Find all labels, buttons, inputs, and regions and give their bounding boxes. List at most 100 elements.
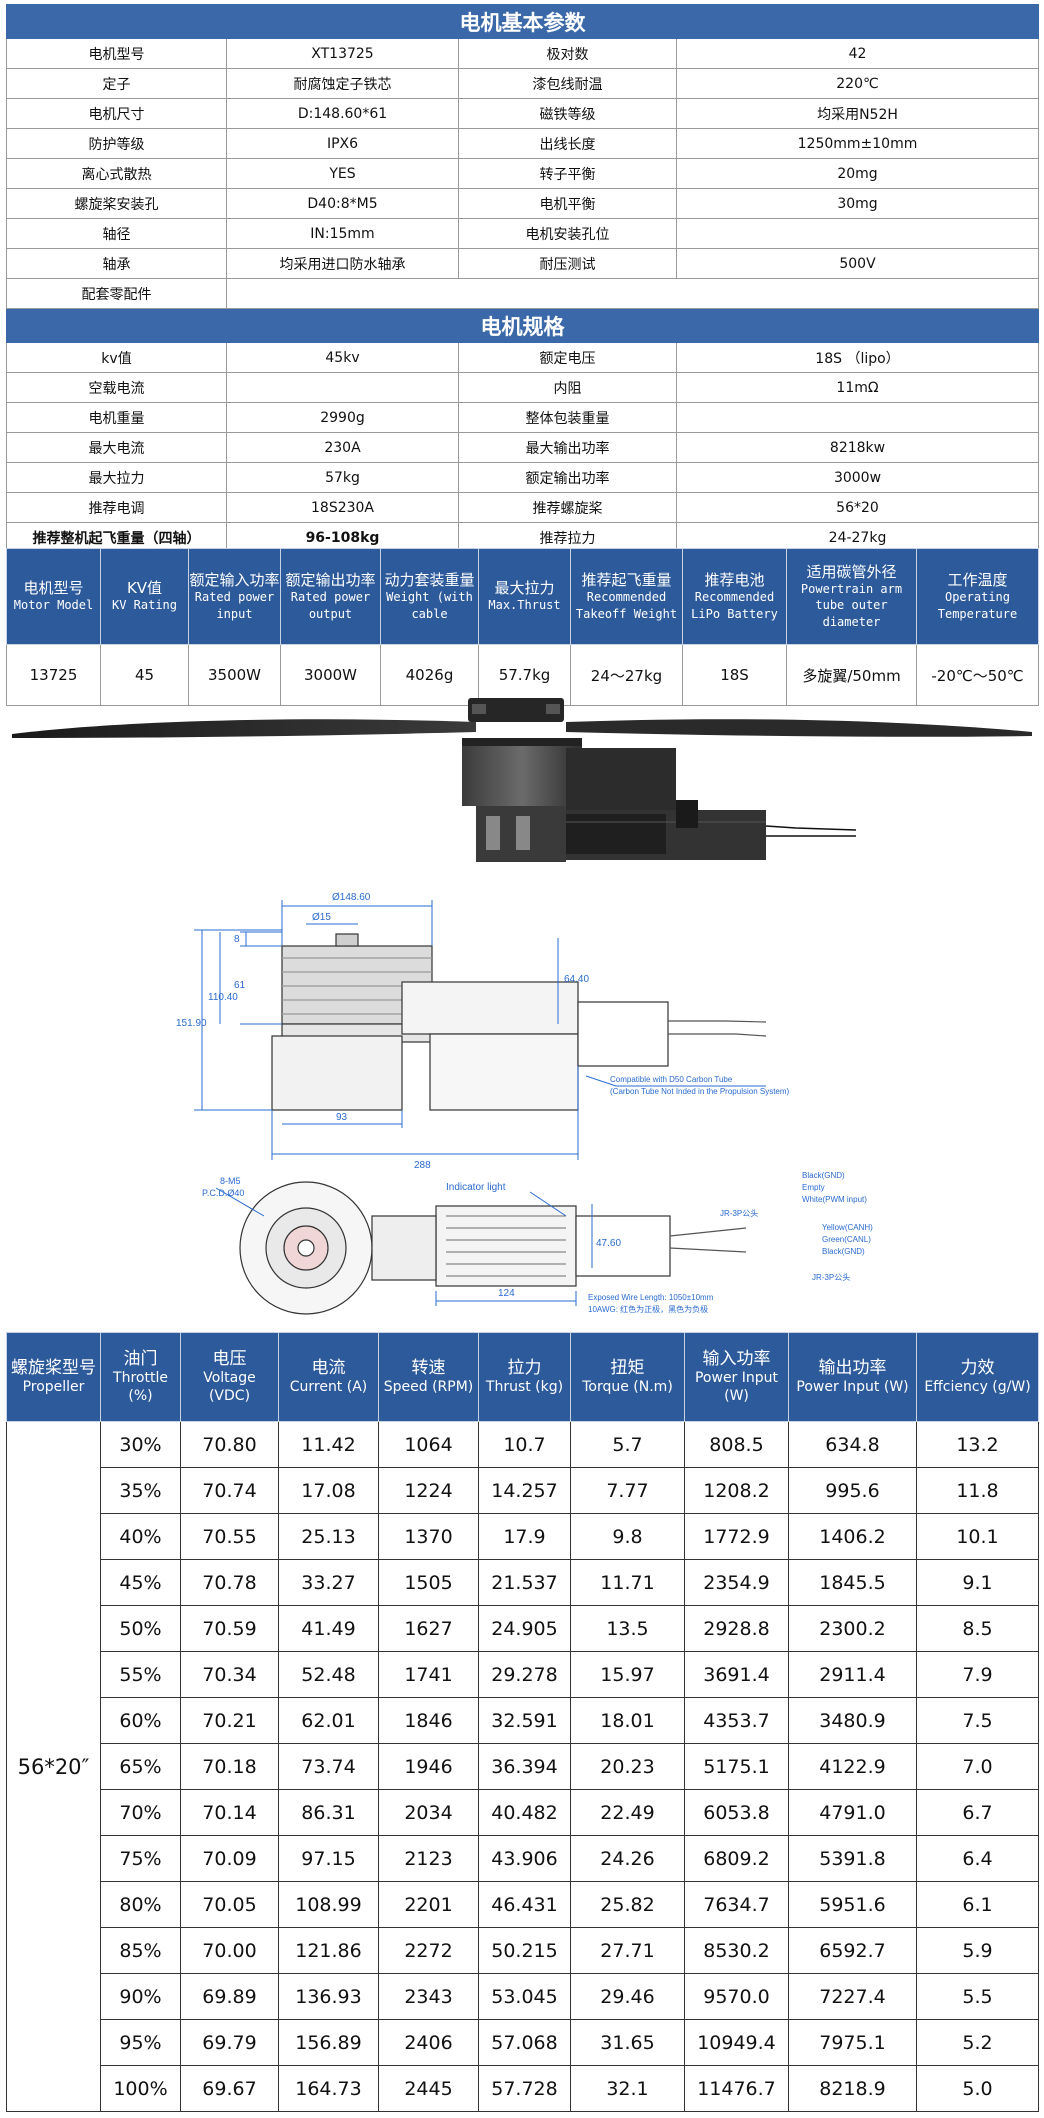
perf-cell: 70.74 [180,1467,279,1514]
basic-param-cell: 电机型号 [6,38,227,69]
perf-cell: 69.79 [180,2019,279,2066]
perf-cell: 3691.4 [684,1651,789,1698]
wire-black-gnd-2: Black(GND) [822,1247,865,1256]
perf-cell: 57.068 [478,2019,571,2066]
basic-param-cell: 1250mm±10mm [676,128,1039,159]
perf-cell: 32.591 [478,1697,571,1744]
perf-cell: 60% [100,1697,181,1744]
perf-cell: 9570.0 [684,1973,789,2020]
perf-cell: 18.01 [570,1697,685,1744]
spec-param-cell: 8218kw [676,432,1039,463]
jr-bottom-label: JR-3P公头 [812,1272,850,1282]
dim-61: 61 [234,980,246,991]
summary-value: 13725 [6,644,101,706]
perf-cell: 108.99 [278,1881,379,1928]
perf-cell: 70.00 [180,1927,279,1974]
summary-value: 3000W [280,644,381,706]
basic-param-cell: 220℃ [676,68,1039,99]
wire-white-pwm: White(PWM input) [802,1195,867,1204]
spec-param-cell: 57kg [226,462,459,493]
summary-value: 57.7kg [478,644,571,706]
perf-cell: 70.59 [180,1605,279,1652]
propeller-cell: 56*20″ [6,1421,101,2112]
perf-cell: 136.93 [278,1973,379,2020]
summary-header-cn: 适用碳管外径 [806,563,897,582]
perf-cell: 25.13 [278,1513,379,1560]
perf-cell: 6809.2 [684,1835,789,1882]
tube-note-1: Compatible with D50 Carbon Tube [610,1075,733,1084]
perf-cell: 25.82 [570,1881,685,1928]
perf-cell: 5.7 [570,1421,685,1468]
basic-param-cell: 均采用进口防水轴承 [226,248,459,279]
perf-cell: 1064 [378,1421,479,1468]
spec-param-cell: 96-108kg [226,522,459,553]
spec-param-cell: 电机重量 [6,402,227,433]
dim-110: 110.40 [208,992,238,1003]
perf-cell: 70.80 [180,1421,279,1468]
perf-cell: 22.49 [570,1789,685,1836]
perf-cell: 5.0 [916,2065,1039,2112]
summary-value: 多旋翼/50mm [786,644,917,706]
summary-header-en: Powertrain arm tube outer diameter [800,582,903,629]
spec-param-cell: 最大输出功率 [458,432,677,463]
perf-cell: 27.71 [570,1927,685,1974]
basic-param-cell: 螺旋桨安装孔 [6,188,227,219]
summary-header-en: Weight (with cable [386,590,473,621]
perf-cell: 36.394 [478,1743,571,1790]
perf-header-en: Effciency (g/W) [924,1378,1031,1395]
tube-note-2: (Carbon Tube Not Inded in the Propulsion… [610,1087,790,1096]
perf-header-cn: 电流 [311,1357,346,1378]
basic-param-cell: 电机平衡 [458,188,677,219]
summary-header-en: Rated power output [290,590,371,621]
summary-header-en: Recommended Takeoff Weight [575,590,678,621]
perf-cell: 70.14 [180,1789,279,1836]
perf-cell: 1845.5 [788,1559,917,1606]
summary-header-cn: 最大拉力 [494,579,555,598]
perf-cell: 15.97 [570,1651,685,1698]
basic-param-cell [676,218,1039,249]
perf-cell: 35% [100,1467,181,1514]
perf-cell: 33.27 [278,1559,379,1606]
propeller-blade-left [12,719,476,738]
perf-cell: 17.08 [278,1467,379,1514]
spec-param-cell: 56*20 [676,492,1039,523]
basic-param-cell: XT13725 [226,38,459,69]
section-title-basic: 电机基本参数 [6,4,1039,39]
perf-cell: 164.73 [278,2065,379,2112]
perf-header-cn: 转速 [411,1357,446,1378]
summary-value: 24～27kg [570,644,683,706]
basic-param-cell: 电机安装孔位 [458,218,677,249]
perf-cell: 40.482 [478,1789,571,1836]
perf-cell: 1406.2 [788,1513,917,1560]
perf-cell: 2354.9 [684,1559,789,1606]
perf-header-en: Current (A) [289,1378,368,1395]
perf-cell: 69.89 [180,1973,279,2020]
perf-cell: 13.5 [570,1605,685,1652]
perf-cell: 11476.7 [684,2065,789,2112]
basic-param-cell: 转子平衡 [458,158,677,189]
perf-cell: 7634.7 [684,1881,789,1928]
perf-cell: 86.31 [278,1789,379,1836]
perf-header-en: Speed (RPM) [383,1378,474,1395]
basic-param-cell: D40:8*M5 [226,188,459,219]
spec-param-cell [226,372,459,403]
perf-cell: 2034 [378,1789,479,1836]
wire-black-gnd: Black(GND) [802,1171,845,1180]
perf-cell: 2201 [378,1881,479,1928]
basic-param-cell: 均采用N52H [676,98,1039,129]
propeller-blade-right [566,719,1032,737]
